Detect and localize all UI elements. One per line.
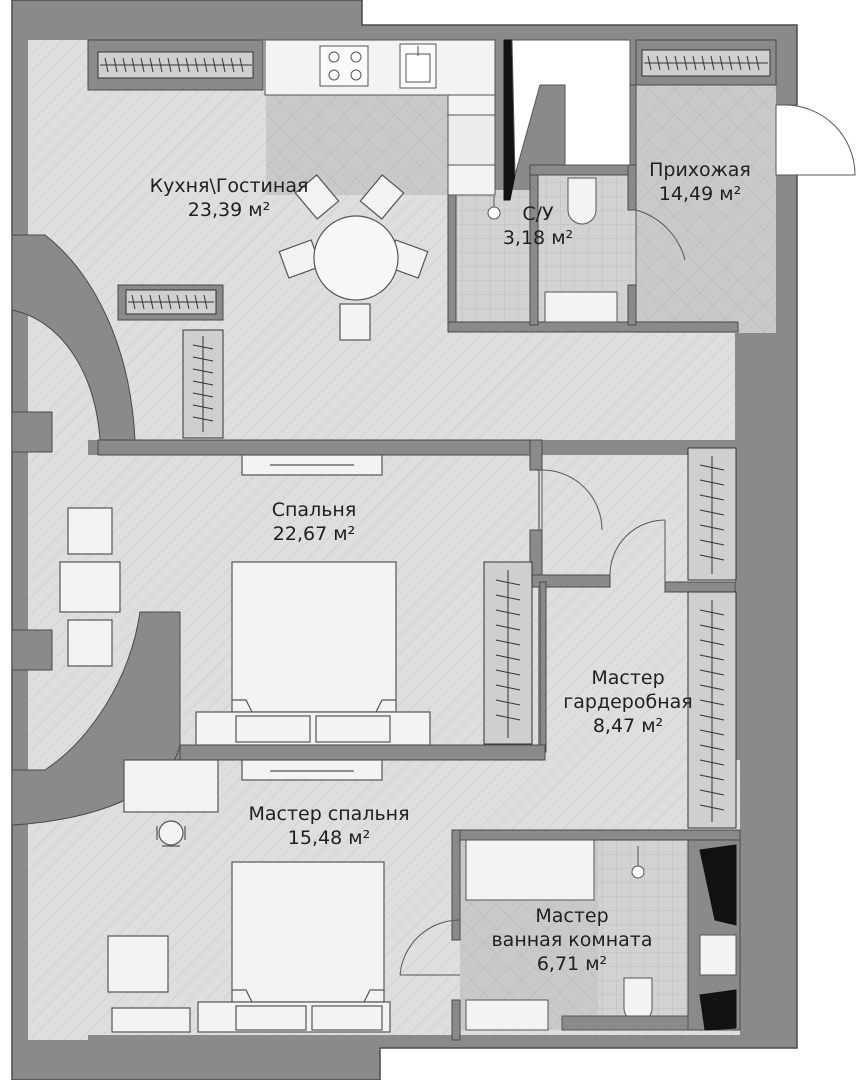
room-name: Прихожая [649, 159, 751, 181]
room-area: 22,67 м² [272, 523, 356, 545]
room-name-line1: Мастер [535, 905, 609, 927]
bedroom-furniture [59, 454, 431, 746]
room-name: Спальня [271, 499, 357, 521]
room-name-line1: Мастер [591, 667, 665, 689]
room-label-master-bathroom: Мастер ванная комната 6,71 м² [470, 904, 674, 976]
wardrobe-bedroom [483, 561, 533, 745]
doors [399, 104, 856, 976]
room-area: 23,39 м² [187, 199, 271, 221]
room-label-master-bedroom: Мастер спальня 15,48 м² [224, 802, 434, 850]
wardrobe-master-lower [687, 591, 737, 829]
room-name-line2: гардеробная [563, 691, 693, 713]
shower-icon [631, 846, 645, 879]
room-label-bathroom: С/У 3,18 м² [478, 202, 598, 250]
desk-chair-icon [156, 820, 186, 847]
shower-icon [487, 196, 501, 220]
radiator-hallway [635, 39, 777, 86]
room-area: 15,48 м² [287, 827, 371, 849]
wardrobe-master-upper [687, 447, 737, 581]
room-name-line2: ванная комната [491, 929, 653, 951]
radiator-kitchen [87, 39, 264, 91]
room-area: 6,71 м² [536, 953, 608, 975]
room-area: 3,18 м² [502, 227, 574, 249]
master-bedroom-furniture [107, 759, 391, 1033]
radiator-living [117, 284, 224, 321]
sink-icon [399, 43, 437, 89]
shaft-frames [511, 39, 631, 176]
room-area: 14,49 м² [658, 183, 742, 205]
wardrobe-living [182, 329, 224, 439]
room-name: Мастер спальня [248, 803, 410, 825]
room-label-kitchen-living: Кухня\Гостиная 23,39 м² [118, 174, 340, 222]
dining-table [278, 174, 429, 341]
cooktop-icon [319, 45, 369, 87]
room-name: Кухня\Гостиная [149, 175, 309, 197]
room-label-master-wardrobe: Мастер гардеробная 8,47 м² [542, 666, 714, 738]
bathroom-fixtures [487, 177, 618, 323]
room-label-bedroom: Спальня 22,67 м² [244, 498, 384, 546]
room-label-hallway: Прихожая 14,49 м² [636, 158, 764, 206]
kitchen-counter [264, 39, 496, 196]
room-area: 8,47 м² [592, 715, 664, 737]
master-bathroom-fixtures [465, 839, 737, 1031]
room-name: С/У [522, 203, 554, 225]
